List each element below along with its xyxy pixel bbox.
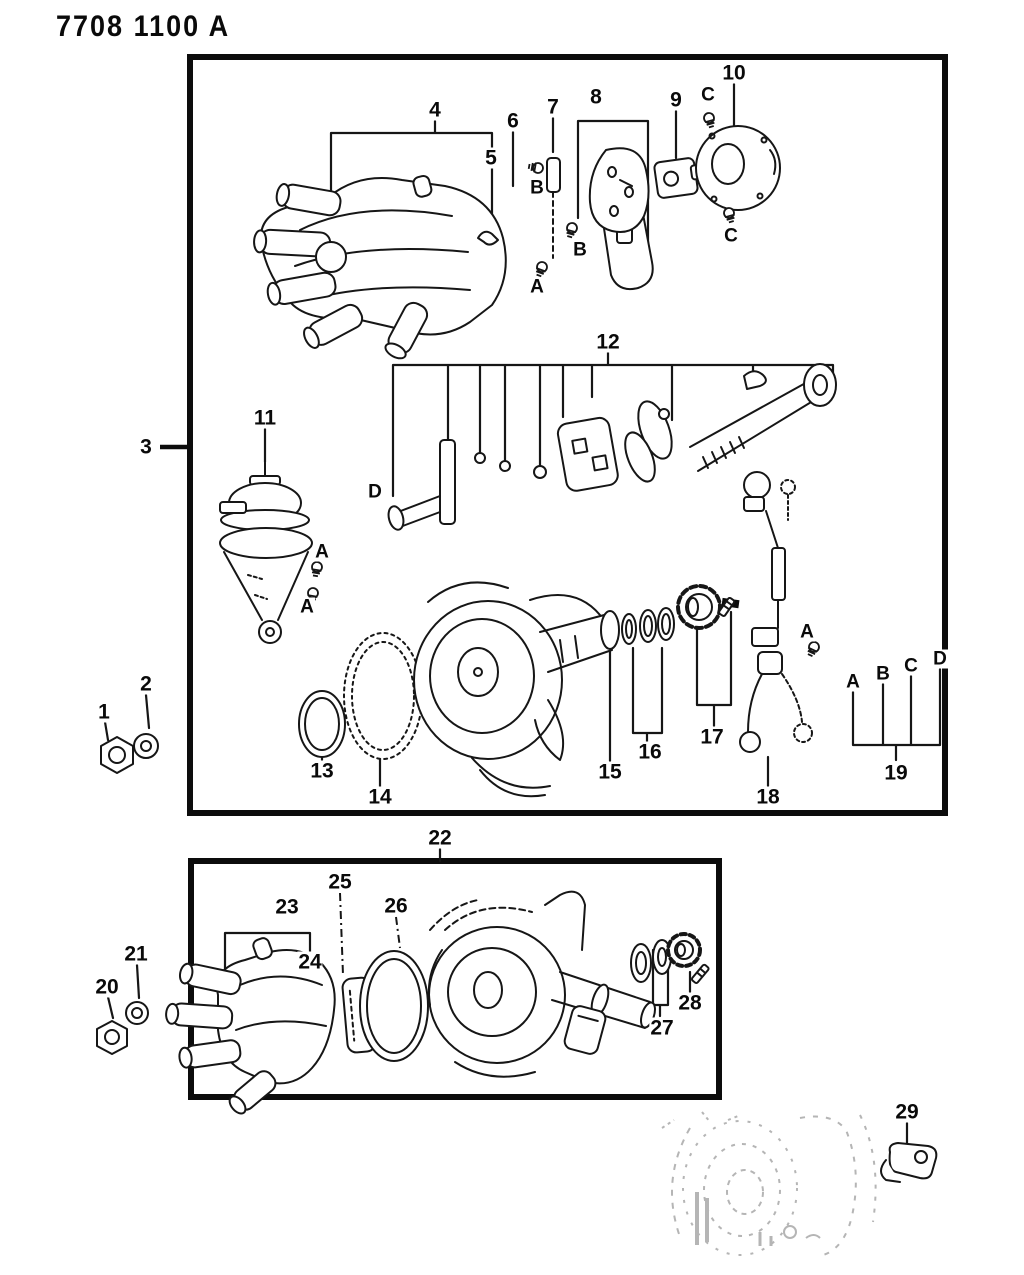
distributor-cap2-art (165, 937, 336, 1115)
o-ring-art (298, 690, 346, 758)
shaft-assembly-art (387, 363, 837, 531)
callout-2: 2 (139, 672, 153, 696)
callout-21: 21 (123, 942, 149, 966)
callout-letter-c-plate-bottom: C (723, 225, 739, 247)
dash-dot-leaders (339, 892, 401, 976)
nut20-art (96, 1020, 128, 1055)
callout-letter-a-vacuum-lower: A (299, 596, 315, 618)
gasket-ring2-art (359, 950, 429, 1062)
cap-clip-art (477, 230, 499, 246)
ghost-engine-art (661, 1111, 877, 1257)
callout-13: 13 (309, 759, 335, 783)
distributor-cap-art (253, 174, 507, 360)
callout-letter-b-cap-lower: B (572, 239, 588, 261)
nut1-art (100, 736, 134, 774)
callout-5: 5 (484, 146, 498, 170)
callout-18: 18 (755, 785, 781, 809)
wiring-harness-art (739, 471, 813, 753)
callout-20: 20 (94, 975, 120, 999)
callout-26: 26 (383, 894, 409, 918)
washer-set2-art (630, 939, 672, 983)
callout-24: 24 (297, 950, 323, 974)
washer2-art (133, 733, 159, 759)
callout-letter-a-cap: A (529, 276, 545, 298)
callout-14: 14 (367, 785, 393, 809)
callout-22: 22 (427, 826, 453, 850)
gasket-ring-art (343, 632, 423, 760)
legend-letter-d: D (932, 648, 948, 670)
callout-27: 27 (649, 1016, 675, 1040)
clamp29-art (880, 1142, 938, 1183)
callout-25: 25 (327, 870, 353, 894)
callout-9: 9 (669, 88, 683, 112)
callout-7: 7 (546, 95, 560, 119)
shaft2-art (551, 971, 656, 1055)
drive-gear-art (676, 584, 736, 630)
callout-letter-d-shaft: D (367, 481, 383, 503)
callout-6: 6 (506, 109, 520, 133)
callout-letter-c-plate-top: C (700, 84, 716, 106)
legend-letter-c: C (903, 655, 919, 677)
callout-19: 19 (883, 761, 909, 785)
callout-29: 29 (894, 1100, 920, 1124)
callout-letter-b-cap-upper: B (529, 177, 545, 199)
callout-12: 12 (595, 330, 621, 354)
housing-art (413, 581, 620, 798)
legend-letter-b: B (875, 663, 891, 685)
breaker-plate-art (695, 125, 781, 211)
callout-letter-a-vacuum-upper: A (314, 541, 330, 563)
callout-11: 11 (252, 406, 278, 430)
page-title: 7708 1100 A (56, 10, 231, 43)
callout-15: 15 (597, 760, 623, 784)
callout-1: 1 (97, 700, 111, 724)
plate2-art (427, 890, 586, 1078)
callout-3: 3 (139, 435, 153, 459)
callout-16: 16 (637, 740, 663, 764)
callout-8: 8 (589, 85, 603, 109)
callout-23: 23 (274, 895, 300, 919)
condenser-art (546, 157, 561, 259)
main-assembly-box (187, 54, 948, 816)
callout-4: 4 (428, 98, 442, 122)
drive-gear2-art (666, 932, 710, 985)
dust-cover-art (588, 147, 650, 233)
callout-28: 28 (677, 991, 703, 1015)
callout-letter-a-harness: A (799, 621, 815, 643)
callout-10: 10 (721, 61, 747, 85)
callout-17: 17 (699, 725, 725, 749)
washer-set-art (621, 607, 675, 645)
vacuum-advance-art (219, 462, 313, 644)
washer21-art (125, 1001, 149, 1025)
legend-letter-a: A (845, 671, 861, 693)
